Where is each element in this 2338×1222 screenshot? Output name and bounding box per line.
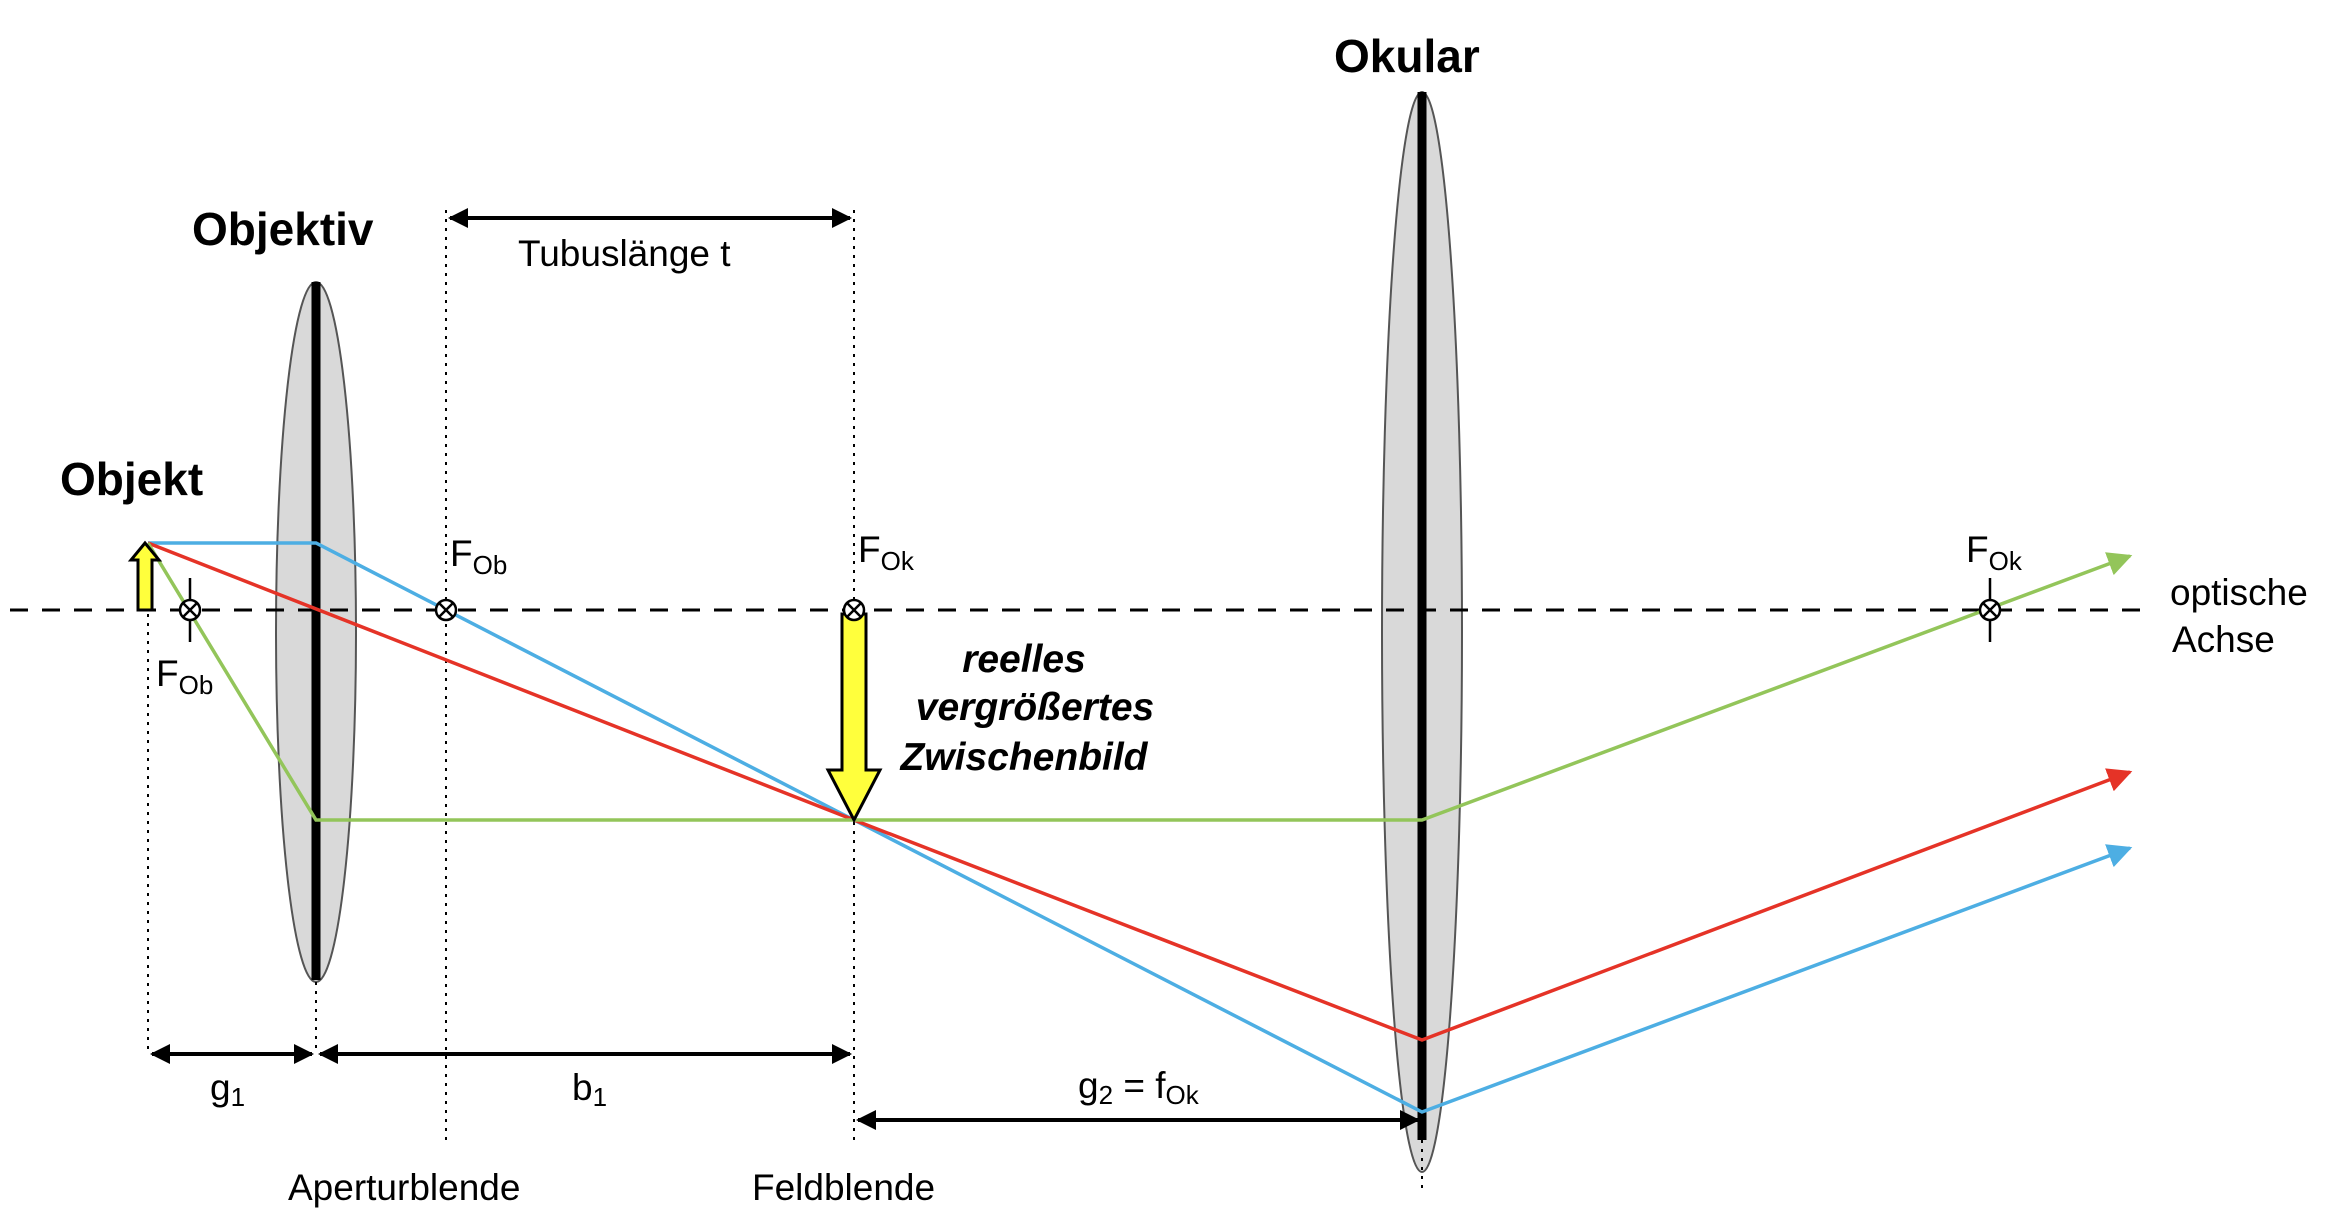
feldblende-label: Feldblende xyxy=(752,1167,935,1208)
focus-label-ob-left: FOb xyxy=(156,653,213,700)
focus-label-ok-right: FOk xyxy=(1966,529,2023,576)
dimension-arrows xyxy=(150,208,1420,1130)
focus-label-ob-right: FOb xyxy=(450,533,507,580)
focus-label-ok-left: FOk xyxy=(858,529,915,576)
b1-label: b1 xyxy=(572,1067,607,1112)
zwischenbild-line-3: Zwischenbild xyxy=(899,736,1148,779)
g2-label: g2 = fOk xyxy=(1078,1065,1200,1110)
guide-lines xyxy=(147,210,1423,1190)
blue-ray xyxy=(148,541,2133,1114)
zwischenbild-line-2: vergrößertes xyxy=(916,686,1154,729)
object-arrow xyxy=(127,540,163,612)
red-ray xyxy=(147,541,2133,1042)
objektiv-title: Objektiv xyxy=(192,203,374,255)
achse-label: Achse xyxy=(2172,619,2275,660)
aperturblende-label: Aperturblende xyxy=(288,1167,520,1208)
focus-marker-ob-right xyxy=(434,598,458,622)
focus-marker-ok-right xyxy=(1978,578,2002,642)
green-ray xyxy=(146,542,2133,822)
objekt-title: Objekt xyxy=(60,453,203,505)
okular-lens xyxy=(1381,91,1463,1173)
focus-marker-ok-left xyxy=(842,598,866,622)
zwischenbild-line-1: reelles xyxy=(962,638,1086,681)
optische-label: optische xyxy=(2170,572,2308,613)
focal-markers xyxy=(178,578,2002,642)
g1-label: g1 xyxy=(210,1067,245,1112)
intermediate-image-arrow xyxy=(825,612,883,824)
okular-title: Okular xyxy=(1334,30,1480,82)
objektiv-lens xyxy=(275,281,357,983)
focus-marker-ob-left xyxy=(178,578,202,642)
tubuslaenge-label: Tubuslänge t xyxy=(518,233,731,274)
